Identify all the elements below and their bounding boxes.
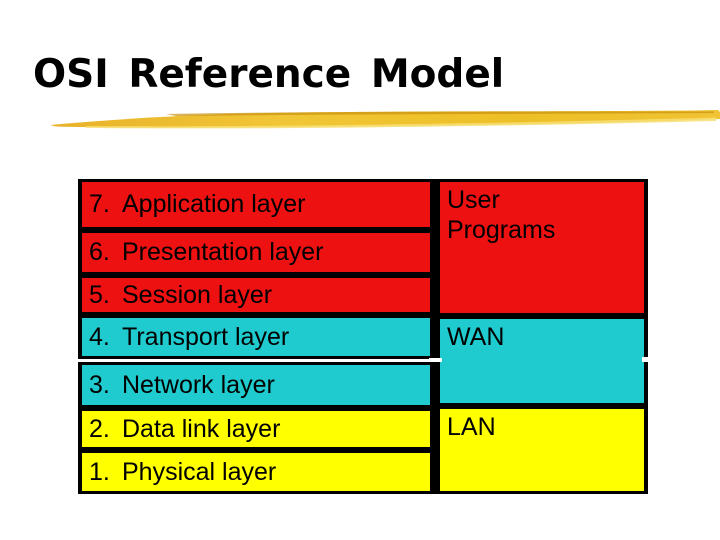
layer-number: 1. bbox=[89, 457, 110, 486]
group-label-line: User bbox=[447, 186, 500, 214]
layer-name: Data link layer bbox=[122, 414, 281, 443]
group-label-line: LAN bbox=[447, 413, 496, 441]
layer-name: Session layer bbox=[122, 280, 273, 309]
osi-layer-row-4: 4. Transport layer bbox=[78, 315, 435, 359]
group-label-line: Programs bbox=[447, 216, 556, 244]
gold-brush-underline-decoration bbox=[50, 110, 720, 129]
group-cell-lan: LAN bbox=[435, 406, 648, 494]
layer-name: Physical layer bbox=[122, 457, 277, 486]
layer-name: Application layer bbox=[122, 190, 306, 218]
layer-number: 2. bbox=[89, 414, 110, 443]
osi-layer-row-3: 3. Network layer bbox=[78, 362, 435, 408]
layer-number: 4. bbox=[89, 322, 110, 351]
layer-number: 5. bbox=[89, 280, 110, 309]
layer-name: Transport layer bbox=[122, 322, 290, 351]
group-label-line: WAN bbox=[447, 323, 505, 351]
slide-title: OSI Reference Model bbox=[33, 52, 505, 97]
seam-notch-right bbox=[642, 357, 649, 362]
group-cell-user-programs: User Programs bbox=[435, 179, 648, 316]
layer-number: 7. bbox=[89, 190, 110, 218]
layer-number: 3. bbox=[89, 370, 110, 399]
osi-layer-row-1: 1. Physical layer bbox=[78, 450, 435, 494]
layer-name: Network layer bbox=[122, 370, 275, 399]
osi-layer-row-6: 6. Presentation layer bbox=[78, 230, 435, 275]
osi-layer-row-7: 7. Application layer bbox=[78, 179, 435, 230]
layer-name: Presentation layer bbox=[122, 238, 324, 266]
group-cell-wan: WAN bbox=[435, 316, 648, 406]
osi-layer-row-5: 5. Session layer bbox=[78, 275, 435, 315]
osi-layer-row-2: 2. Data link layer bbox=[78, 408, 435, 450]
layer-number: 6. bbox=[89, 238, 110, 266]
seam-notch-left bbox=[429, 358, 442, 362]
